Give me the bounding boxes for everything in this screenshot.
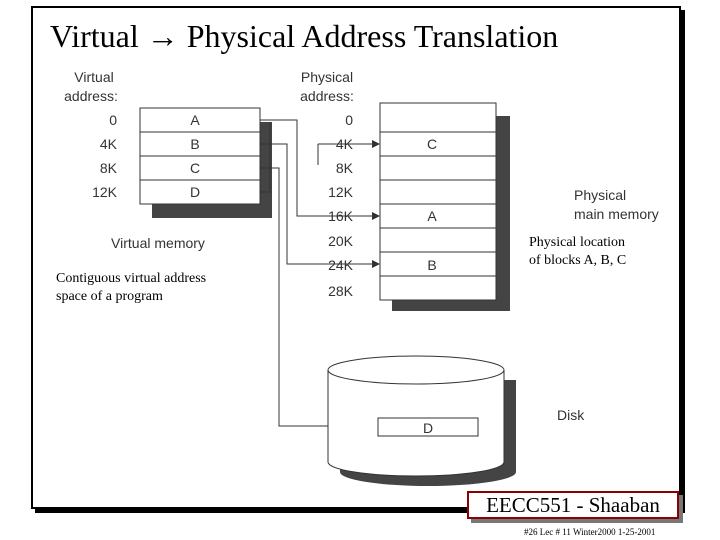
virtual-address-label: 4K	[100, 136, 118, 152]
physical-main-memory-caption: Physical	[574, 187, 626, 203]
physical-address-label: 28K	[328, 283, 354, 299]
arrow-icon	[372, 260, 380, 268]
virtual-address-label: 12K	[92, 184, 118, 200]
physical-block-b: B	[427, 257, 436, 273]
connector-a	[260, 119, 372, 217]
physical-address-header: address:	[300, 88, 354, 104]
virtual-address-header: Virtual	[74, 69, 113, 85]
physical-memory-table: C A B	[379, 102, 497, 301]
physical-address-label: 0	[345, 112, 353, 128]
physical-location-note-line: Physical location	[529, 235, 626, 250]
virtual-block-b: B	[190, 136, 199, 152]
physical-block-a: A	[427, 208, 437, 224]
physical-address-label: 8K	[336, 160, 354, 176]
connector-b	[260, 143, 372, 265]
disk-label: Disk	[557, 407, 585, 423]
physical-block-c: C	[427, 136, 437, 152]
physical-table-border	[379, 102, 497, 301]
contiguous-note: Contiguous virtual address space of a pr…	[56, 270, 206, 306]
disk-block-d: D	[423, 420, 433, 436]
virtual-block-c: C	[190, 160, 200, 176]
badge-text: EECC551 - Shaaban	[467, 491, 679, 519]
virtual-address-header: address:	[64, 88, 118, 104]
slide-footer: #26 Lec # 11 Winter2000 1-25-2001	[524, 527, 656, 537]
virtual-block-a: A	[190, 112, 200, 128]
physical-address-header: Physical	[301, 69, 353, 85]
connector-c-stub	[260, 122, 271, 193]
physical-location-note: Physical location of blocks A, B, C	[529, 234, 626, 270]
physical-address-label: 24K	[328, 257, 354, 273]
course-badge: EECC551 - Shaaban	[467, 491, 684, 524]
virtual-address-label: 0	[109, 112, 117, 128]
arrow-icon	[372, 140, 380, 148]
connector-arrowheads	[372, 140, 380, 268]
disk-cylinder: D	[327, 355, 516, 486]
slide-title: Virtual → Physical Address Translation	[50, 18, 559, 54]
disk-block-slot	[377, 417, 479, 437]
virtual-address-label: 8K	[100, 160, 118, 176]
virtual-memory-caption: Virtual memory	[111, 235, 205, 251]
contiguous-note-line: space of a program	[56, 289, 163, 304]
virtual-block-d: D	[190, 184, 200, 200]
virtual-memory-table: A B C D	[139, 107, 261, 205]
physical-main-memory-caption: main memory	[574, 206, 659, 222]
physical-address-label: 12K	[328, 184, 354, 200]
physical-address-label: 20K	[328, 233, 354, 249]
arrow-icon	[372, 212, 380, 220]
physical-location-note-line: of blocks A, B, C	[529, 253, 627, 268]
disk-top	[327, 355, 505, 385]
contiguous-note-line: Contiguous virtual address	[56, 271, 207, 286]
